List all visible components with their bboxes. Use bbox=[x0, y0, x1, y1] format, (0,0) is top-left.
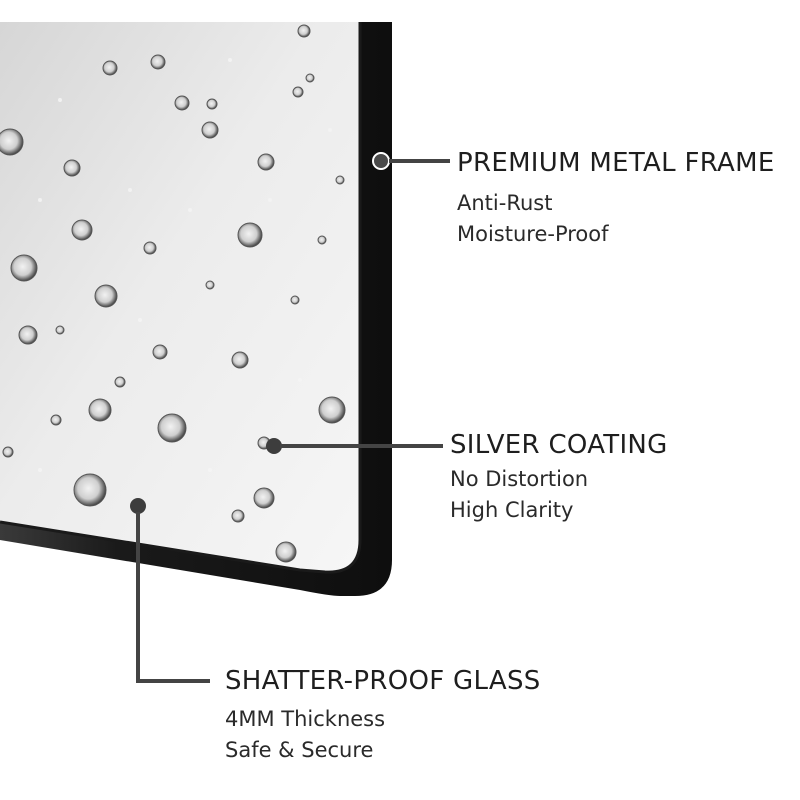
feature-shatter-proof-glass: SHATTER-PROOF GLASS 4MM Thickness Safe &… bbox=[225, 666, 541, 766]
feature-title: PREMIUM METAL FRAME bbox=[457, 148, 775, 178]
callout-dot-coating bbox=[266, 438, 282, 454]
callout-dot-frame bbox=[372, 152, 390, 170]
feature-detail: 4MM Thickness bbox=[225, 707, 386, 731]
feature-detail: Moisture-Proof bbox=[457, 222, 609, 246]
feature-title: SILVER COATING bbox=[450, 430, 668, 460]
feature-premium-metal-frame: PREMIUM METAL FRAME Anti-Rust Moisture-P… bbox=[457, 148, 775, 250]
callout-dot-glass bbox=[130, 498, 146, 514]
feature-detail: High Clarity bbox=[450, 498, 574, 522]
water-droplets bbox=[0, 24, 346, 563]
feature-detail: Anti-Rust bbox=[457, 191, 553, 215]
feature-detail: Safe & Secure bbox=[225, 738, 374, 762]
feature-title: SHATTER-PROOF GLASS bbox=[225, 666, 541, 696]
feature-silver-coating: SILVER COATING No Distortion High Clarit… bbox=[450, 430, 668, 526]
feature-detail: No Distortion bbox=[450, 467, 589, 491]
